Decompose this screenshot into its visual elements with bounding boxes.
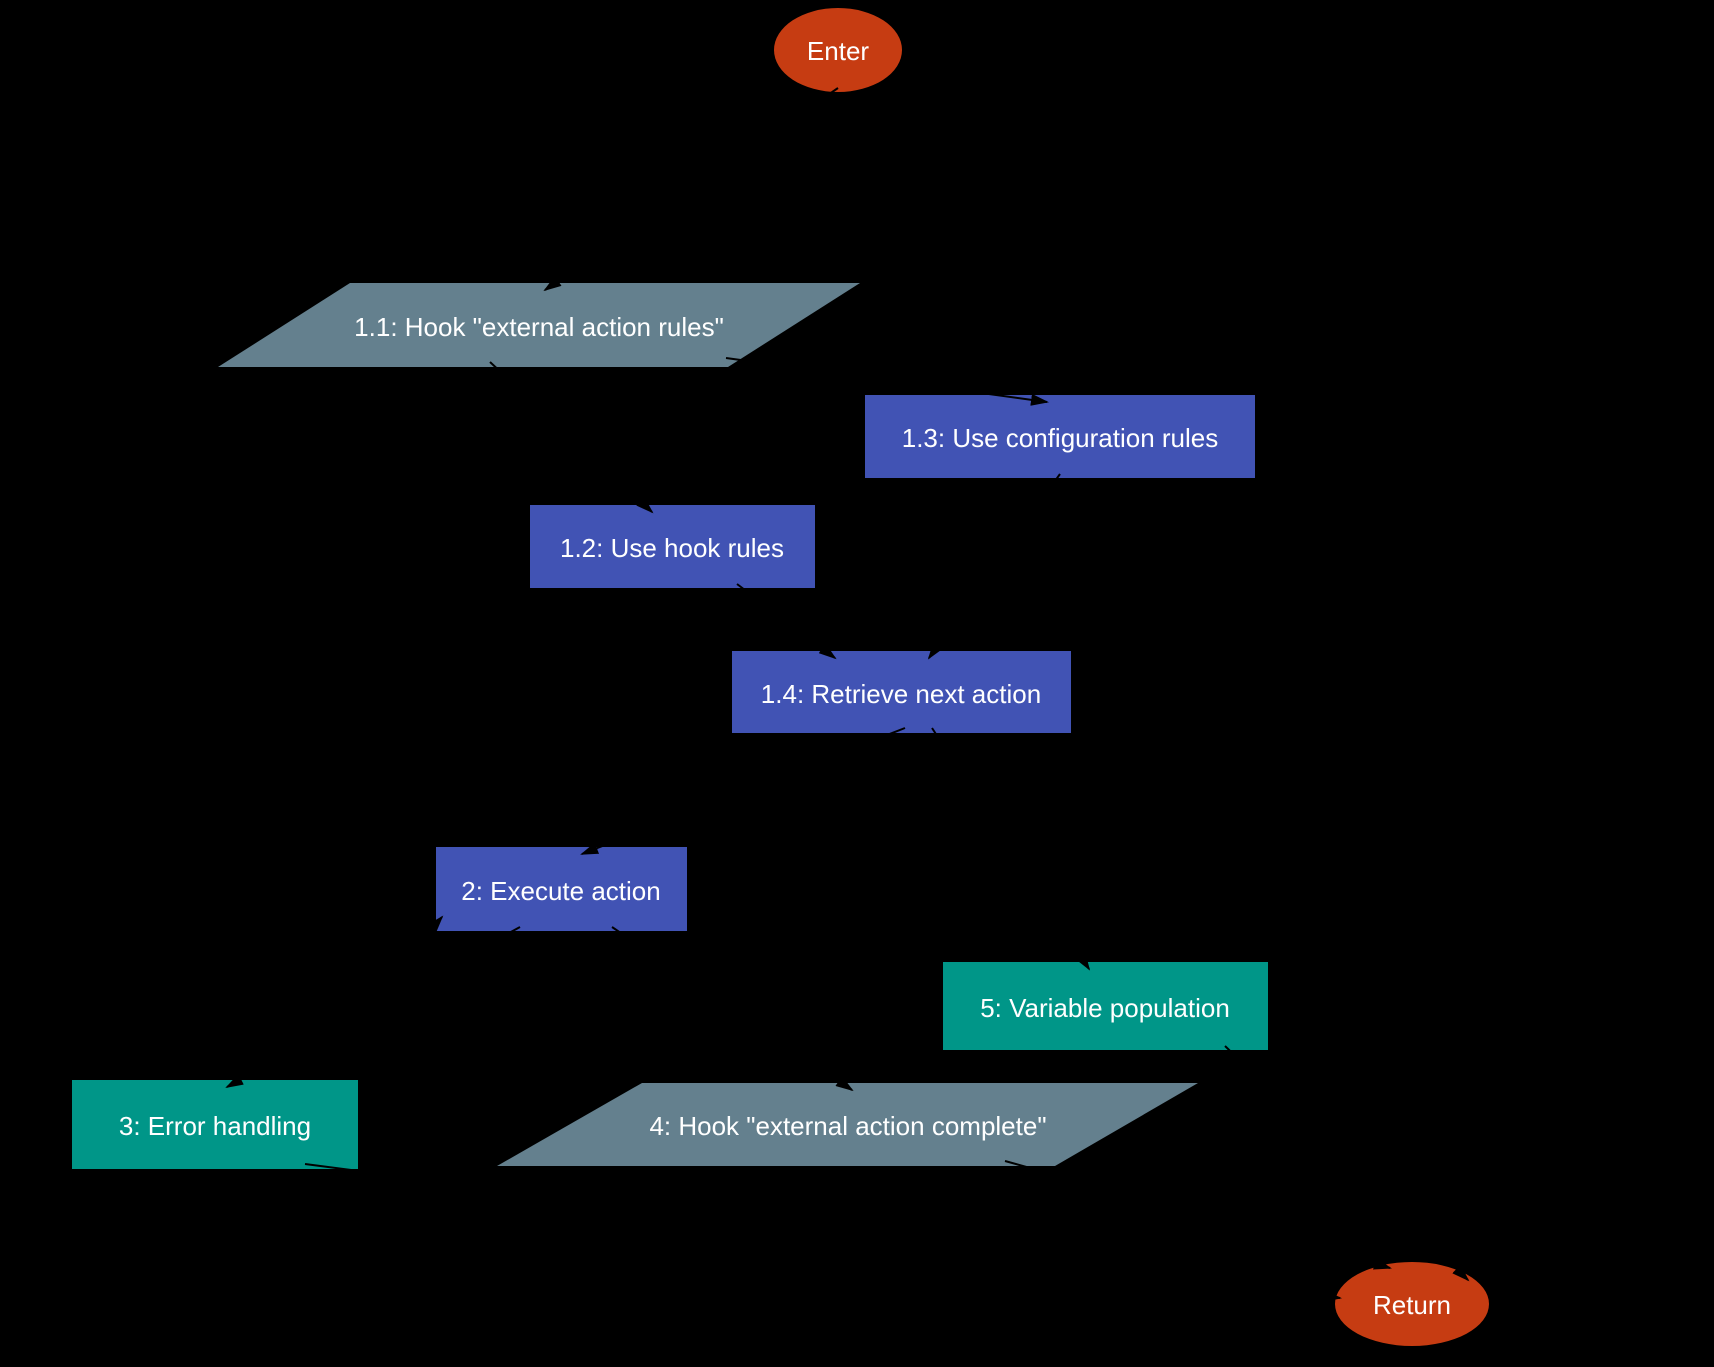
step-4-label: 4: Hook "external action complete": [649, 1111, 1046, 1141]
node-return[interactable]: Return: [1335, 1262, 1489, 1346]
edge-1-2-to-1-4: [736, 583, 837, 660]
edge-1-4-to-5: [931, 727, 1091, 971]
step-1-2-rect-shape[interactable]: [530, 505, 815, 588]
step-1-3-label: 1.3: Use configuration rules: [902, 423, 1219, 453]
return-label: Return: [1373, 1290, 1451, 1320]
edge-2-to-3: [225, 926, 521, 1088]
node-step-5[interactable]: 5: Variable population: [943, 962, 1268, 1050]
edge-1-4-to-2: [580, 727, 906, 855]
step-1-2-label: 1.2: Use hook rules: [560, 533, 784, 563]
step-1-1-parallelogram-shape[interactable]: [218, 283, 860, 367]
edge-4-to-return: [1004, 1160, 1392, 1270]
step-3-label: 3: Error handling: [119, 1111, 311, 1141]
step-2-label: 2: Execute action: [461, 876, 660, 906]
edge-3-to-2: [299, 915, 444, 1079]
node-step-1-2[interactable]: 1.2: Use hook rules: [530, 505, 815, 588]
enter-ellipse-shape[interactable]: [774, 8, 902, 92]
step-5-rect-shape[interactable]: [943, 962, 1268, 1050]
node-enter[interactable]: Enter: [774, 8, 902, 92]
node-step-1-3[interactable]: 1.3: Use configuration rules: [865, 395, 1255, 478]
node-step-4[interactable]: 4: Hook "external action complete": [497, 1083, 1198, 1166]
edge-enter-to-1-1: [543, 87, 839, 292]
node-step-2[interactable]: 2: Execute action: [436, 847, 687, 931]
enter-label: Enter: [807, 36, 869, 66]
edges: [225, 87, 1470, 1302]
step-2-rect-shape[interactable]: [436, 847, 687, 931]
step-1-3-rect-shape[interactable]: [865, 395, 1255, 478]
edge-5-to-return: [1224, 1045, 1470, 1282]
step-1-4-rect-shape[interactable]: [732, 651, 1071, 733]
step-1-4-label: 1.4: Retrieve next action: [761, 679, 1041, 709]
step-5-label: 5: Variable population: [980, 993, 1230, 1023]
step-4-parallelogram-shape[interactable]: [497, 1083, 1198, 1166]
return-ellipse-shape[interactable]: [1335, 1262, 1489, 1346]
edge-1-1-to-1-3: [725, 357, 1049, 406]
edge-1-1-to-1-2: [489, 361, 654, 514]
node-step-3[interactable]: 3: Error handling: [72, 1080, 358, 1169]
edge-2-to-4: [611, 926, 854, 1092]
step-1-1-label: 1.1: Hook "external action rules": [354, 312, 724, 342]
node-step-1-4[interactable]: 1.4: Retrieve next action: [732, 651, 1071, 733]
step-3-rect-shape[interactable]: [72, 1080, 358, 1169]
edge-3-to-return: [304, 1163, 1342, 1302]
edge-1-3-to-1-4: [927, 473, 1061, 660]
node-step-1-1[interactable]: 1.1: Hook "external action rules": [218, 283, 860, 367]
